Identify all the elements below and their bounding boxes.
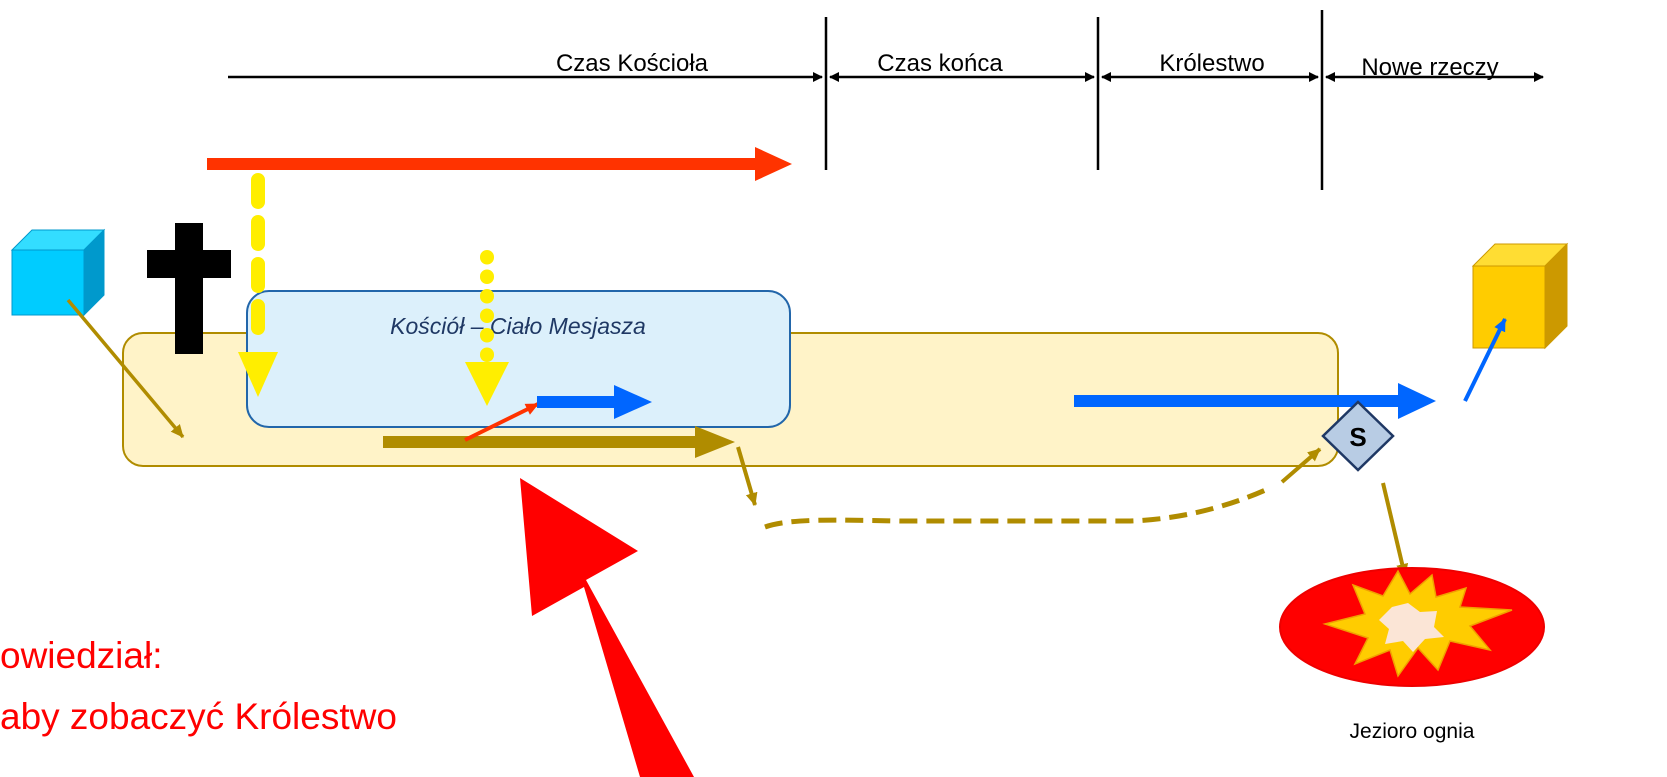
yellow-dashed-arrow: [238, 173, 278, 397]
quote-line-2: aby zobaczyć Królestwo: [0, 696, 397, 737]
cube-icon: [10, 228, 106, 317]
church-blue-arrow: [537, 385, 652, 419]
church-box-label: Kościół – Ciało Mesjasza: [390, 313, 646, 339]
kingdom-blue-arrow: [1074, 383, 1436, 419]
cube-to-band-arrow: [66, 298, 185, 439]
small-red-arrow: [464, 402, 539, 442]
olive-dashed-arrowhead: [1280, 447, 1322, 484]
cube-icon: [1471, 242, 1569, 350]
blue-up-arrow: [1463, 318, 1507, 402]
yellow-dotted-arrow: [465, 250, 509, 406]
olive-dashed-path: [764, 484, 1274, 530]
timeline-label-church-age: Czas Kościoła: [556, 50, 709, 77]
quote-line-1: owiedział:: [0, 635, 162, 676]
olive-down-arrow: [736, 446, 758, 506]
timeline-label-kingdom: Królestwo: [1159, 50, 1264, 77]
explosion-icon: [1279, 567, 1545, 687]
big-red-arrow: [520, 478, 694, 777]
diamond-icon: S: [1321, 400, 1395, 472]
diamond-to-fire-arrow: [1381, 482, 1409, 577]
olive-thick-arrow: [383, 426, 735, 458]
cross-icon: [147, 223, 231, 354]
church-box: [246, 290, 791, 428]
timeline-label-end-time: Czas końca: [877, 50, 1003, 77]
timeline-label-new-things: Nowe rzeczy: [1361, 54, 1498, 81]
diamond-label: S: [1349, 422, 1366, 452]
timeline-axis: Czas Kościoła Czas końca Królestwo Nowe …: [228, 10, 1544, 190]
orange-arrow: [207, 147, 792, 181]
lake-of-fire-label: Jezioro ognia: [1350, 720, 1475, 743]
